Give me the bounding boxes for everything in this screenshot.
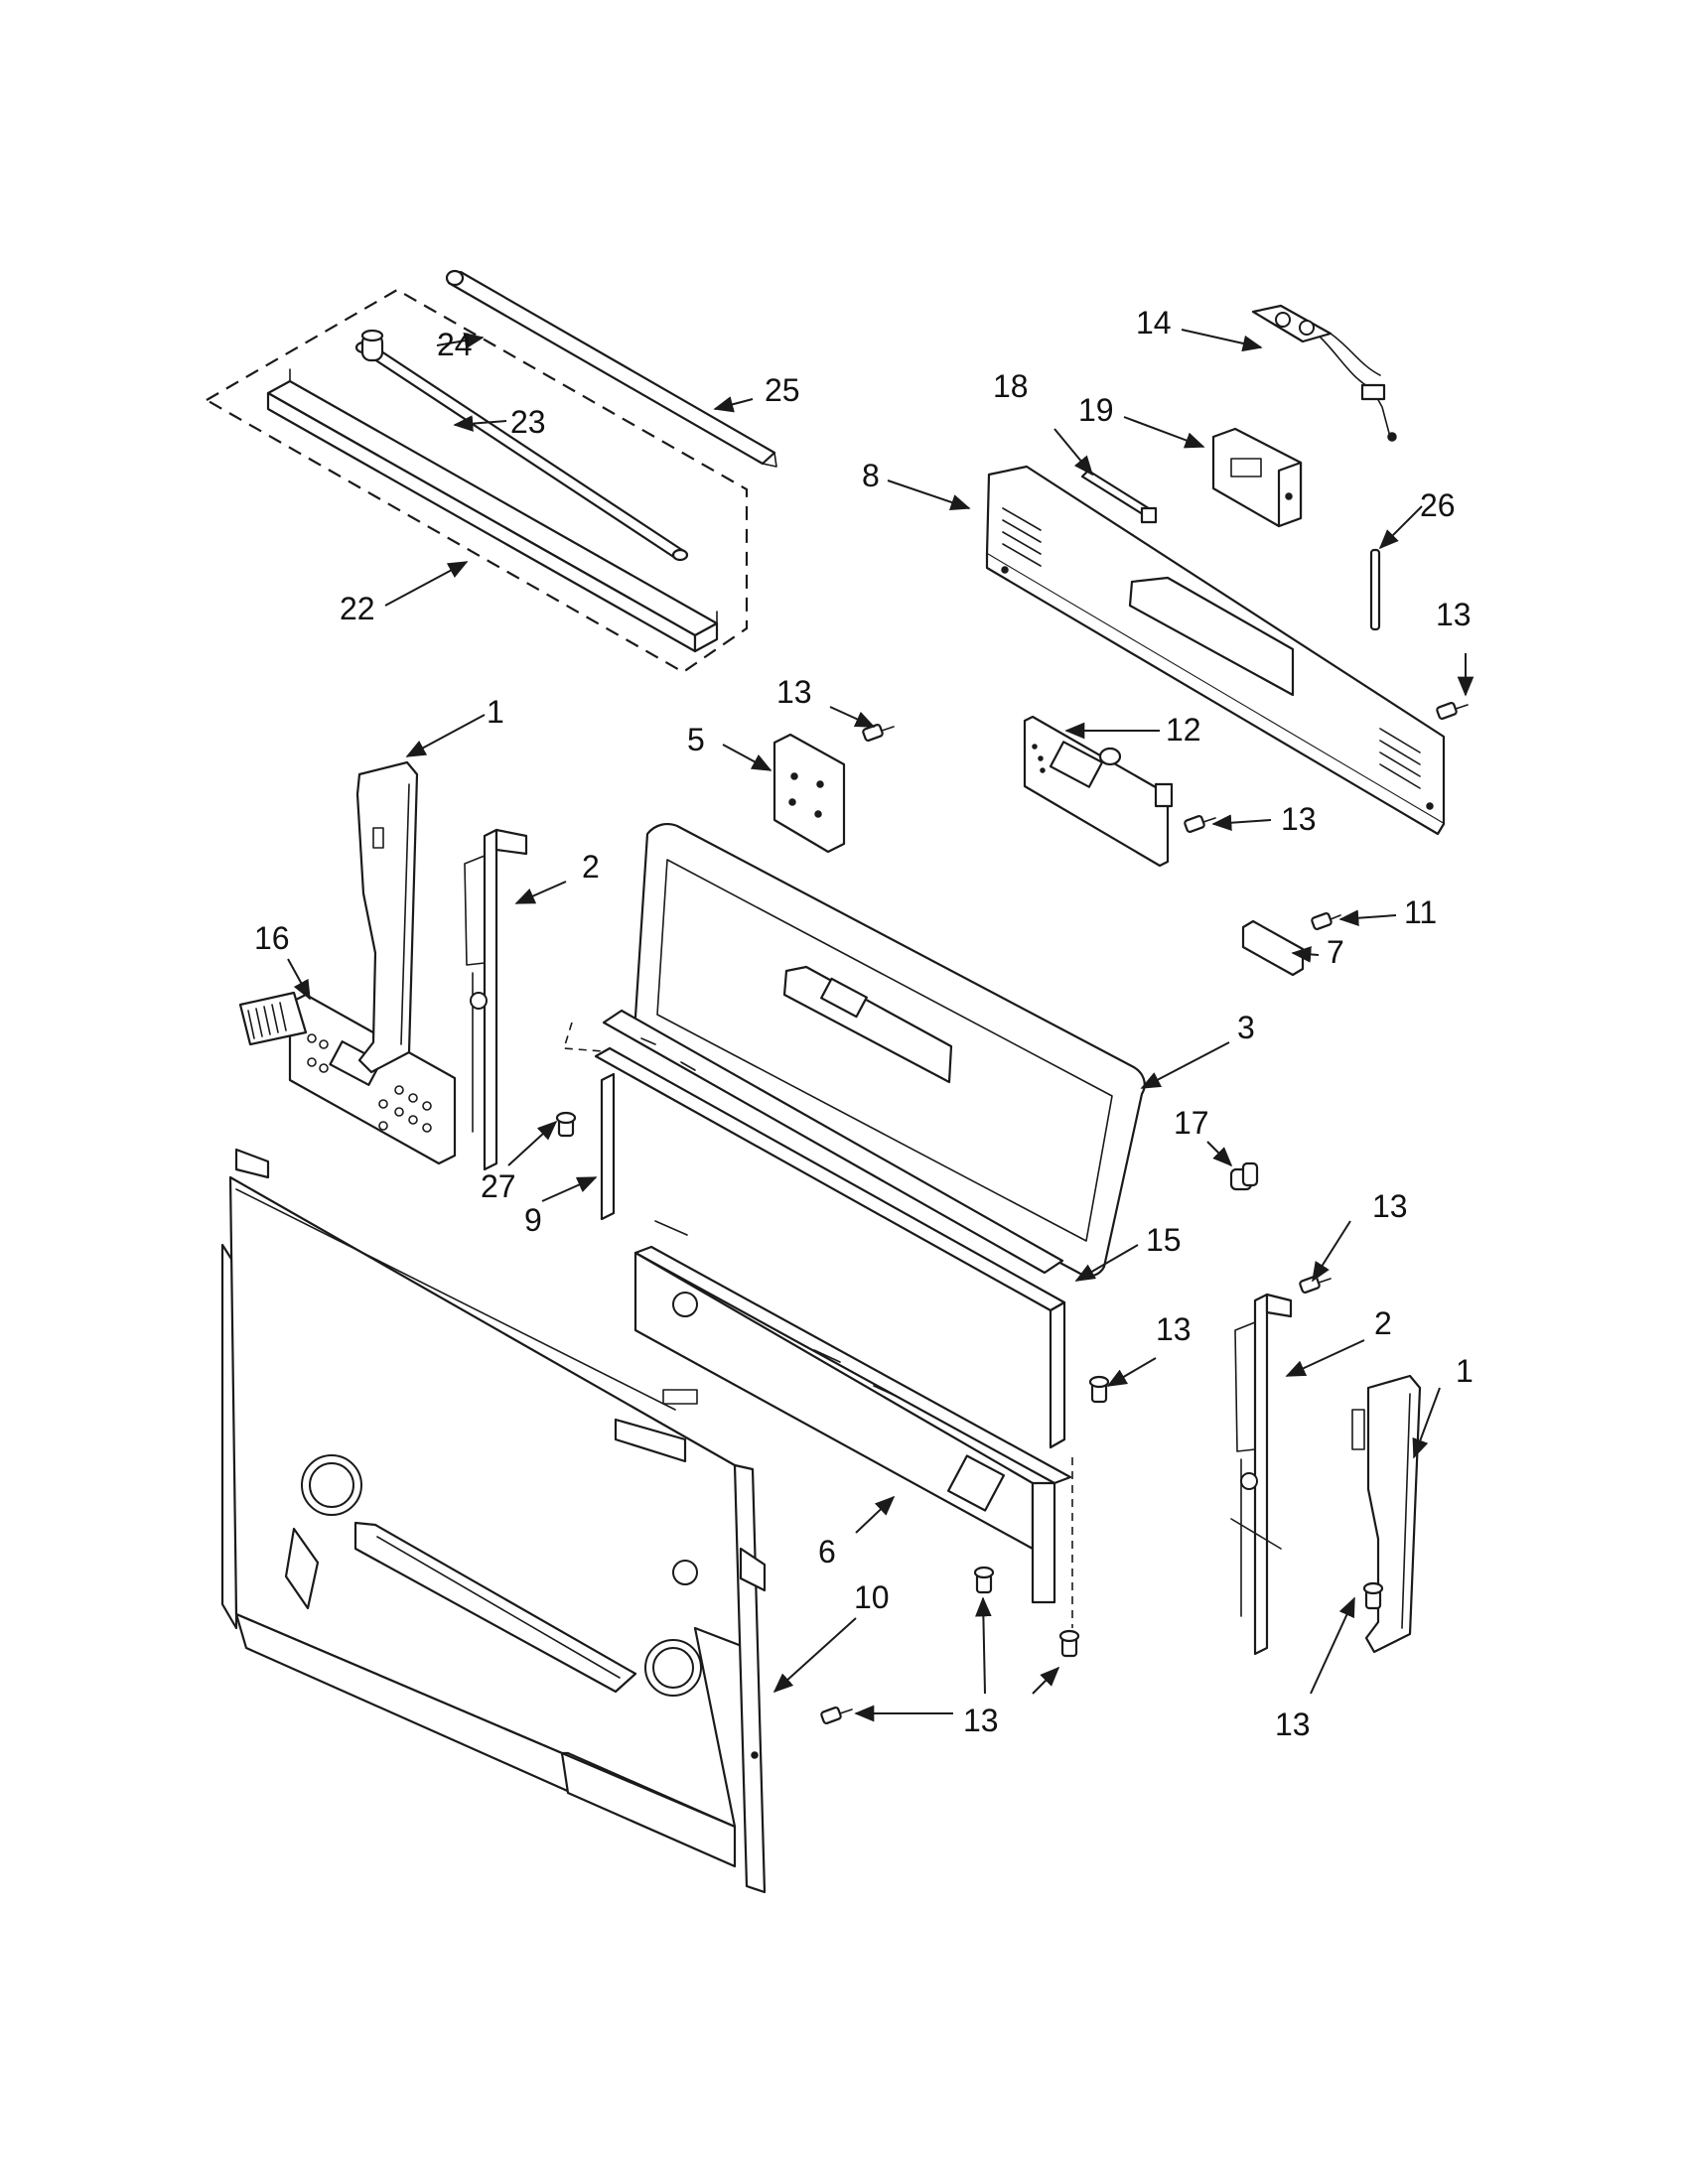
screw-13-control-board — [1184, 815, 1216, 833]
screw-11-clip — [1311, 912, 1341, 930]
screw-13-end-cap — [1362, 1581, 1384, 1610]
part-17-plug — [1229, 1161, 1259, 1191]
part-8-rear-panel — [985, 465, 1446, 836]
part-9-rail — [594, 1009, 1066, 1449]
callout-2-left: 2 — [582, 849, 600, 885]
part-7-clip — [1241, 919, 1305, 977]
callout-1-left: 1 — [487, 694, 504, 730]
callout-18: 18 — [993, 368, 1029, 404]
callout-13-rail: 13 — [1156, 1311, 1192, 1347]
part-26-pin — [1369, 548, 1381, 631]
part-14-wire-harness — [1251, 304, 1397, 442]
part-2-side-bracket-left — [464, 828, 528, 1171]
part-1-end-cap-right — [1351, 1374, 1422, 1654]
callout-13-end-cap: 13 — [1275, 1706, 1311, 1742]
callout-1-right: 1 — [1456, 1353, 1474, 1389]
callout-6: 6 — [818, 1534, 836, 1570]
screw-13-rail — [1088, 1375, 1110, 1404]
callout-8: 8 — [862, 458, 880, 493]
callout-12: 12 — [1166, 712, 1201, 748]
screw-13-bracket — [862, 724, 895, 742]
callout-labels: 25 24 23 22 14 18 19 8 26 13 13 5 12 13 … — [254, 305, 1474, 1742]
callout-13-bracket: 13 — [776, 674, 812, 710]
part-2-side-bracket-right — [1230, 1293, 1293, 1656]
part-25-rod — [445, 269, 777, 468]
part-12-control-board — [1023, 715, 1174, 868]
part-5-bracket — [772, 733, 846, 854]
callout-7: 7 — [1327, 934, 1344, 970]
callout-13-lower: 13 — [963, 1703, 999, 1738]
part-10-back-panel — [220, 1148, 767, 1894]
callout-5: 5 — [687, 722, 705, 757]
part-19-circuit-board — [1211, 427, 1303, 528]
callout-23: 23 — [510, 404, 546, 440]
callout-15: 15 — [1146, 1222, 1182, 1258]
callout-13-rear-panel: 13 — [1436, 597, 1472, 632]
screw-13-panel-lower — [973, 1457, 1080, 1658]
callout-10: 10 — [854, 1579, 890, 1615]
callout-9: 9 — [524, 1202, 542, 1238]
callout-27: 27 — [481, 1168, 516, 1204]
callout-2-right: 2 — [1374, 1305, 1392, 1341]
callout-17: 17 — [1174, 1105, 1209, 1141]
leader-lines — [287, 329, 1474, 1722]
screw-13-rear-panel — [1436, 702, 1469, 720]
callout-19: 19 — [1078, 392, 1114, 428]
callout-16: 16 — [254, 920, 290, 956]
part-16-keypad — [238, 991, 457, 1165]
part-22-trim-assembly — [204, 288, 749, 674]
callout-13-control-board: 13 — [1281, 801, 1317, 837]
part-1-end-cap-left — [355, 760, 419, 1074]
callout-11: 11 — [1404, 894, 1437, 930]
callout-25: 25 — [765, 372, 800, 408]
callout-3: 3 — [1237, 1010, 1255, 1045]
callout-13-right-top: 13 — [1372, 1188, 1408, 1224]
part-6-inner-panel — [633, 1245, 1072, 1604]
callout-22: 22 — [340, 591, 375, 626]
callout-14: 14 — [1136, 305, 1172, 341]
callout-24: 24 — [437, 327, 473, 362]
screw-13-back-panel — [820, 1706, 853, 1724]
part-27-screw — [555, 1022, 617, 1138]
callout-26: 26 — [1420, 487, 1456, 523]
